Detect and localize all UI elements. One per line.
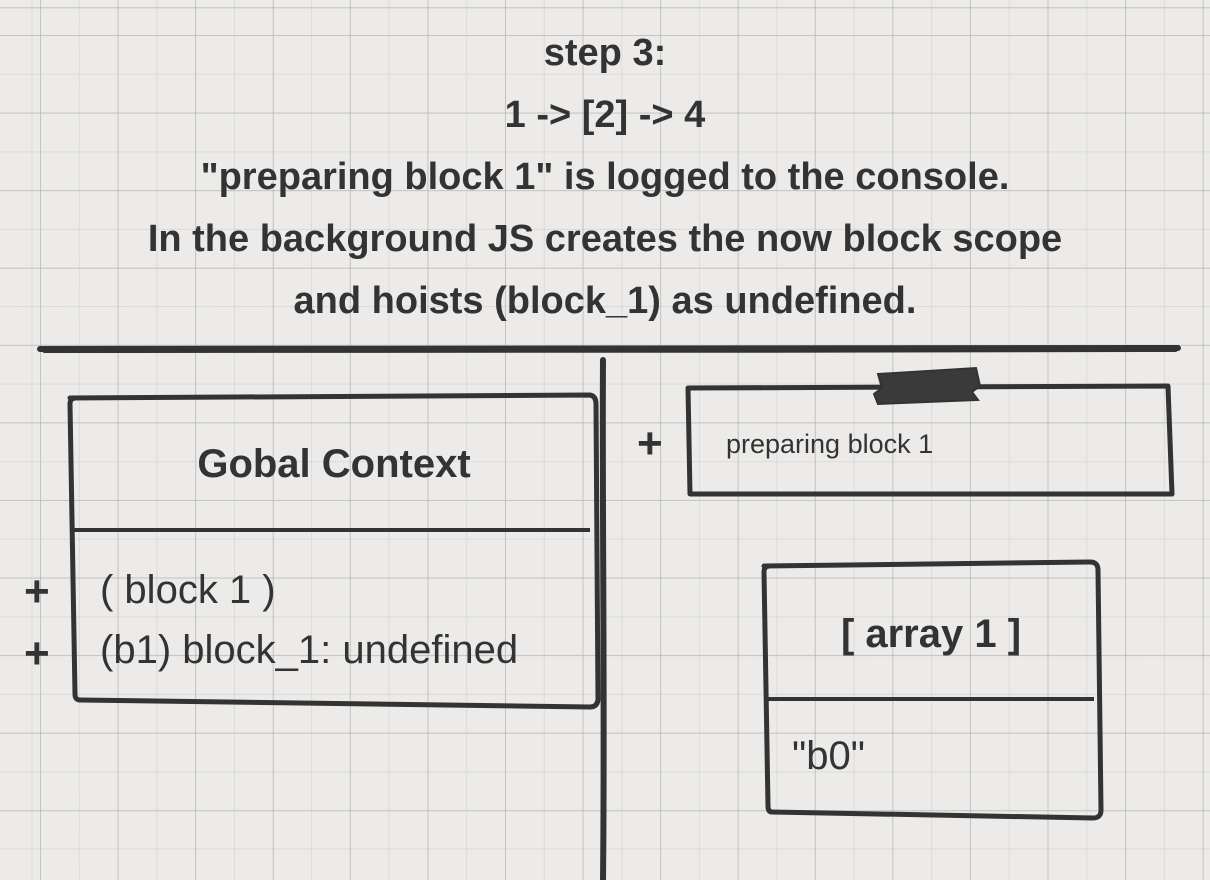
console-output: preparing block 1 [726, 429, 934, 459]
global-context-box [67, 392, 601, 710]
global-context-entry-block-1: ( block 1 ) [100, 568, 276, 612]
step-description-line-3: and hoists (block_1) as undefined. [293, 280, 917, 322]
step-description-line-2: In the background JS creates the now blo… [147, 218, 1063, 260]
step-title: step 3: [543, 32, 667, 74]
add-console-entry-icon[interactable]: + [637, 419, 663, 468]
console-box [685, 383, 1175, 497]
vertical-divider [599, 357, 607, 880]
global-context-entry-block-1-var: (b1) block_1: undefined [100, 628, 519, 672]
array-item-0: "b0" [792, 734, 865, 778]
add-block-1-icon[interactable]: + [24, 567, 50, 616]
add-block-1-var-icon[interactable]: + [24, 629, 50, 678]
tape-mark [872, 366, 982, 406]
step-header: step 3: 1 -> [2] -> 4 "preparing block 1… [0, 22, 1210, 332]
array-box [761, 559, 1104, 821]
step-sequence: 1 -> [2] -> 4 [504, 94, 706, 136]
array-box-title: [ array 1 ] [840, 612, 1022, 656]
global-context-title: Gobal Context [197, 442, 471, 486]
header-divider [37, 345, 1181, 353]
step-description-line-1: "preparing block 1" is logged to the con… [200, 156, 1010, 198]
